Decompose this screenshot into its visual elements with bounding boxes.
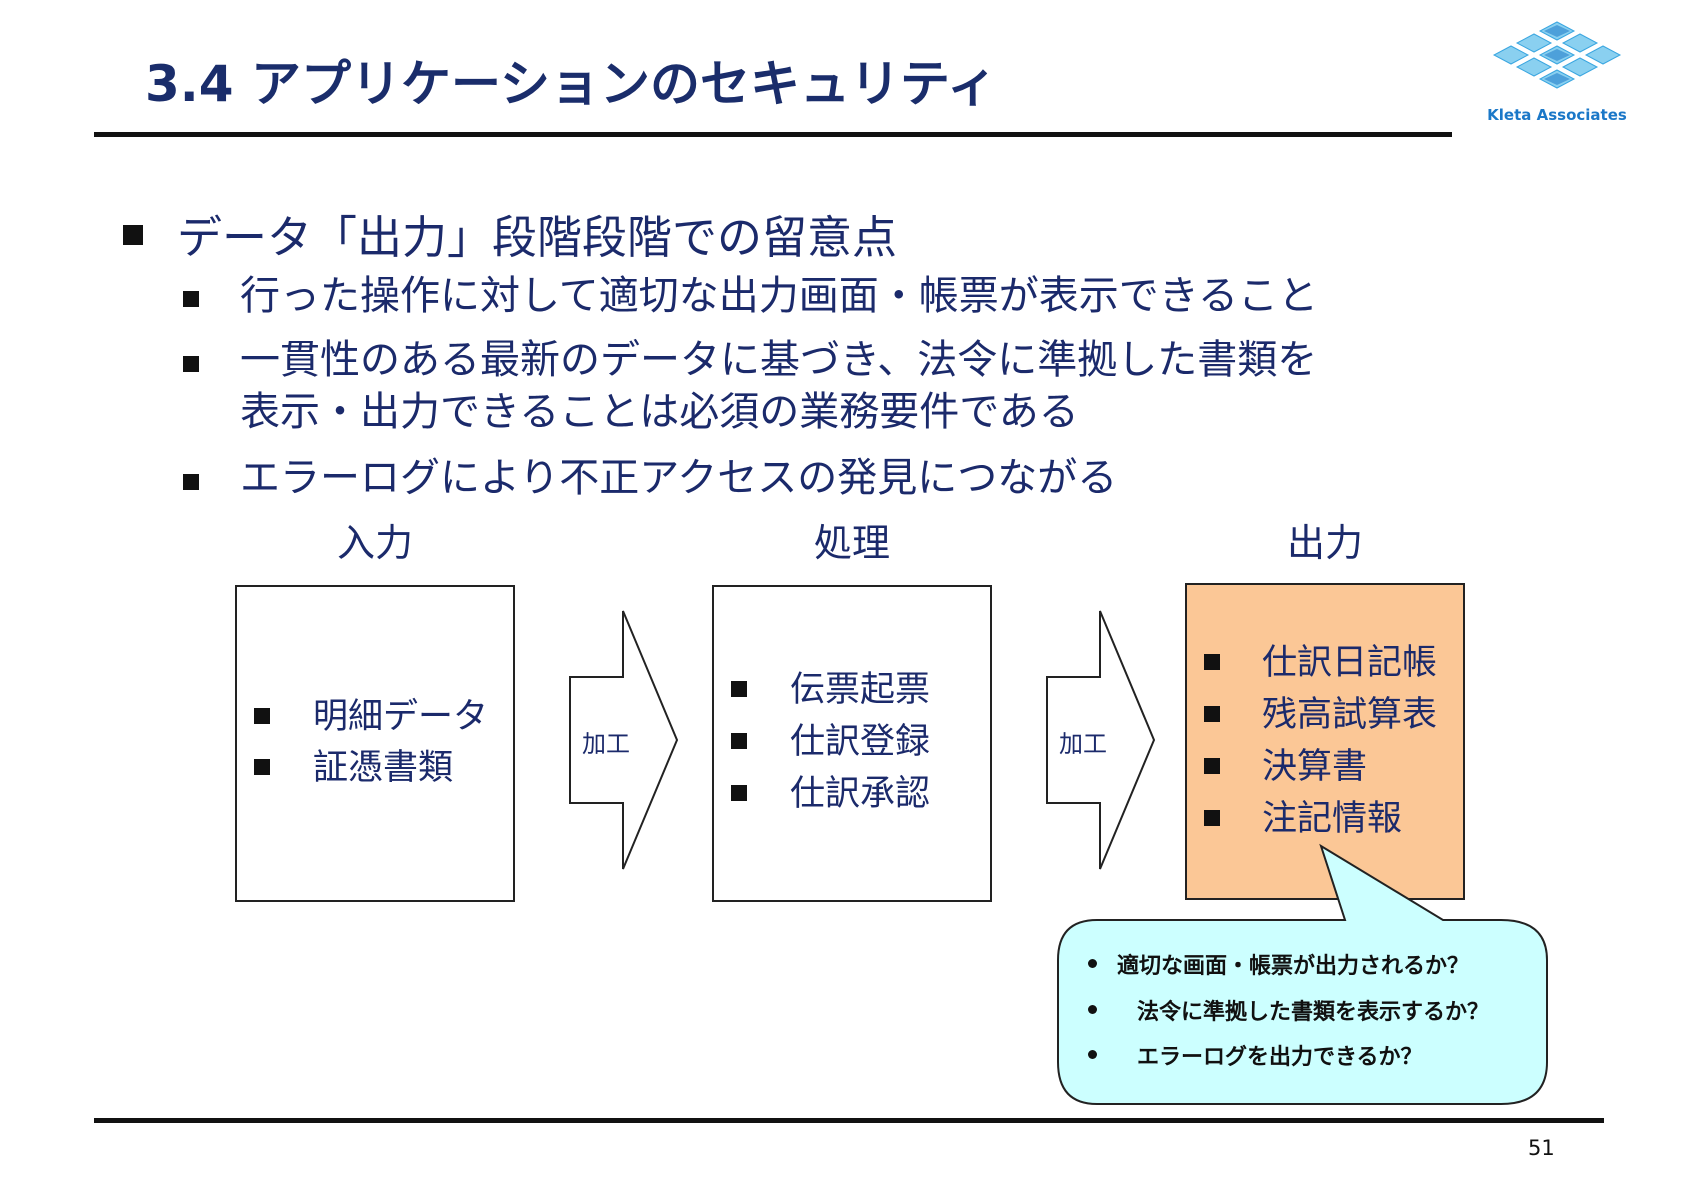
bullet-square-sub2 — [183, 356, 199, 372]
slide-title: 3.4 アプリケーションのセキュリティ — [145, 55, 997, 113]
input-item-bullet — [254, 759, 270, 775]
bullet-sub3: エラーログにより不正アクセスの発見につながる — [240, 455, 1118, 501]
process-item-bullet — [731, 733, 747, 749]
bullet-square-sub3 — [183, 474, 199, 490]
process-item: 伝票起票 — [790, 670, 931, 710]
input-item: 証憑書類 — [313, 748, 454, 788]
callout-bullet — [1088, 1050, 1097, 1059]
output-box — [1185, 583, 1465, 900]
process-box — [712, 585, 992, 902]
process-item: 仕訳承認 — [790, 774, 931, 814]
heading-output: 出力 — [1286, 521, 1363, 565]
title-underline — [94, 132, 1452, 137]
callout-bubble — [1057, 843, 1548, 1105]
process-item-bullet — [731, 681, 747, 697]
arrow-right-icon — [1046, 610, 1156, 870]
output-item: 残高試算表 — [1262, 695, 1438, 735]
process-item-bullet — [731, 785, 747, 801]
callout-bullet — [1088, 1005, 1097, 1014]
arrow-label: 加工 — [582, 730, 630, 758]
bullet-square-main — [123, 225, 143, 245]
output-item-bullet — [1204, 810, 1220, 826]
logo-text: Kleta Associates — [1487, 106, 1627, 124]
callout-item: エラーログを出力できるか？ — [1137, 1045, 1423, 1070]
input-box — [235, 585, 515, 902]
output-item-bullet — [1204, 758, 1220, 774]
bullet-sub1: 行った操作に対して適切な出力画面・帳票が表示できること — [240, 273, 1318, 319]
footer-rule — [94, 1118, 1604, 1123]
output-item-bullet — [1204, 654, 1220, 670]
output-item-bullet — [1204, 706, 1220, 722]
bullet-main: データ「出力」段階段階での留意点 — [177, 211, 898, 264]
process-item: 仕訳登録 — [790, 722, 931, 762]
output-item: 仕訳日記帳 — [1262, 643, 1438, 683]
input-item-bullet — [254, 708, 270, 724]
output-item: 注記情報 — [1262, 799, 1403, 839]
callout-bullet — [1088, 959, 1097, 968]
arrow-right-icon — [569, 610, 679, 870]
bullet-sub2-line2: 表示・出力できることは必須の業務要件である — [240, 389, 1079, 435]
callout-item: 法令に準拠した書類を表示するか？ — [1137, 1000, 1490, 1025]
heading-process: 処理 — [813, 521, 890, 565]
arrow-label: 加工 — [1059, 730, 1107, 758]
page-number: 51 — [1528, 1136, 1555, 1160]
heading-input: 入力 — [336, 521, 413, 565]
callout-item: 適切な画面・帳票が出力されるか？ — [1117, 954, 1470, 979]
bullet-sub2-line1: 一貫性のある最新のデータに基づき、法令に準拠した書類を — [240, 337, 1318, 383]
company-logo — [1492, 21, 1622, 89]
bullet-square-sub1 — [183, 291, 199, 307]
output-item: 決算書 — [1262, 747, 1368, 787]
input-item: 明細データ — [313, 697, 489, 737]
